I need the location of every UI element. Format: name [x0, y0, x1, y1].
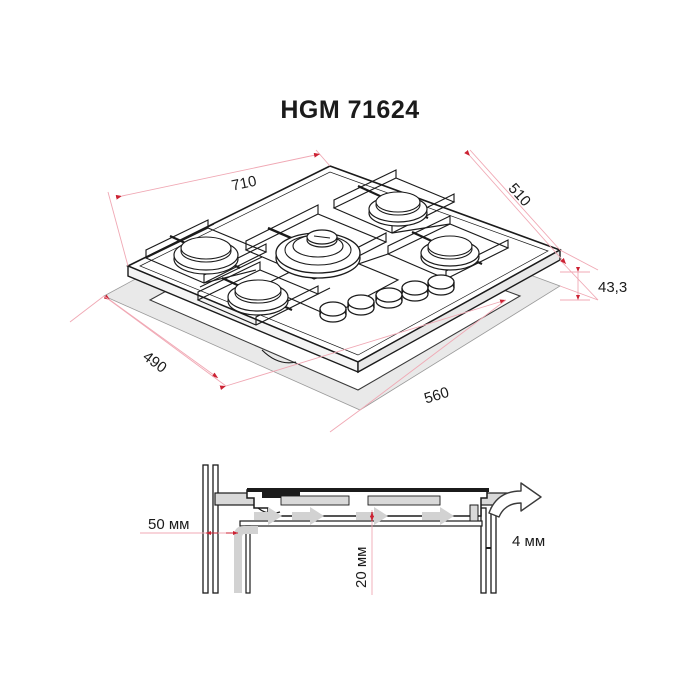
- burner-group: [173, 191, 480, 316]
- burner-right-rear: [368, 191, 428, 227]
- airflow-arrow: [254, 507, 282, 525]
- burner-left-front: [227, 279, 289, 316]
- dimension-label-height: 43,3: [598, 279, 627, 296]
- dimension-lines: [69, 149, 599, 433]
- dimension-label-width-top: 710: [230, 173, 258, 195]
- airflow-indicator: [234, 507, 454, 593]
- label-rear-clearance: 50 мм: [148, 516, 189, 533]
- page-title: HGM 71624: [280, 96, 420, 124]
- control-knob: [347, 294, 375, 316]
- burner-left-rear: [173, 236, 239, 275]
- burner-centre-wok: [275, 229, 361, 279]
- rear-wall: [202, 464, 219, 594]
- control-knob: [319, 301, 347, 323]
- control-knob: [427, 274, 455, 296]
- cabinet-side-panel: [480, 507, 497, 594]
- control-knob: [401, 280, 429, 302]
- label-bottom-clearance: 20 мм: [353, 547, 370, 588]
- airflow-arrow: [292, 507, 324, 525]
- airflow-arrow: [422, 507, 454, 525]
- dimension-label-depth-right: 510: [505, 180, 534, 210]
- dimension-label-cutout-width: 560: [422, 384, 451, 408]
- dimension-label-cutout-depth: 490: [140, 348, 170, 376]
- exit-airflow-arrow: [488, 482, 542, 518]
- label-front-gap: 4 мм: [512, 533, 545, 550]
- hob-section-body: [246, 488, 489, 522]
- control-knob: [375, 287, 403, 309]
- hob-isometric-view: 710 510 43,3 490 560: [69, 149, 627, 433]
- installation-cross-section: 50 мм 20 мм 4 мм: [140, 464, 545, 595]
